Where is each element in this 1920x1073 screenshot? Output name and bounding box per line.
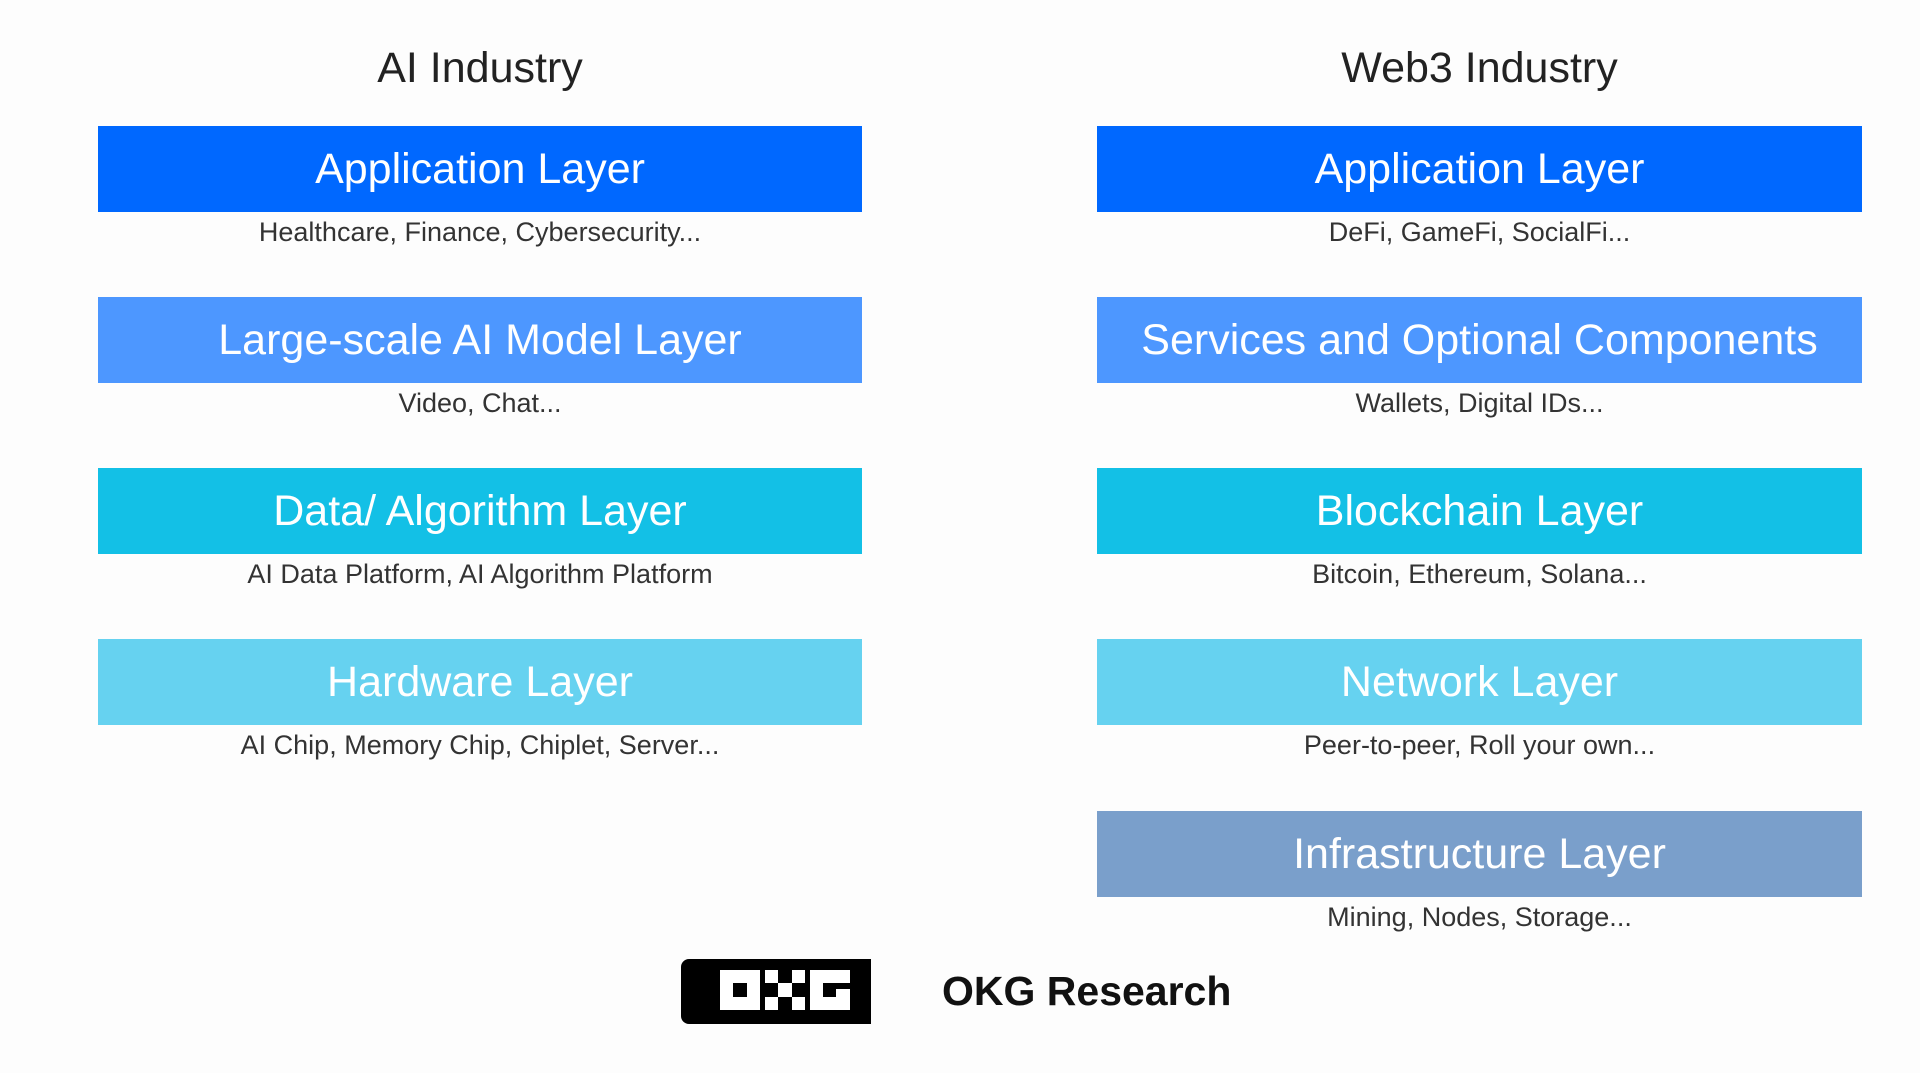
- web3-layer-1-examples: Wallets, Digital IDs...: [1355, 388, 1604, 418]
- web3-layer-4-examples: Mining, Nodes, Storage...: [1327, 902, 1632, 932]
- ai-layer-1-examples: Video, Chat...: [398, 388, 562, 418]
- ai-layer-1: Large-scale AI Model Layer: [98, 297, 862, 383]
- web3-layer-2: Blockchain Layer: [1097, 468, 1862, 554]
- web3-layer-3: Network Layer: [1097, 639, 1862, 725]
- ai-layer-0-examples: Healthcare, Finance, Cybersecurity...: [258, 217, 702, 247]
- ai-layer-3: Hardware Layer: [98, 639, 862, 725]
- ai-industry-title: AI Industry: [377, 44, 583, 92]
- web3-layer-3-examples: Peer-to-peer, Roll your own...: [1303, 730, 1656, 760]
- web3-layer-1: Services and Optional Components: [1097, 297, 1862, 383]
- web3-industry-title: Web3 Industry: [1341, 44, 1618, 92]
- ai-layer-3-examples: AI Chip, Memory Chip, Chiplet, Server...: [240, 730, 720, 760]
- ai-layer-0: Application Layer: [98, 126, 862, 212]
- ai-layer-2: Data/ Algorithm Layer: [98, 468, 862, 554]
- web3-layer-4: Infrastructure Layer: [1097, 811, 1862, 897]
- ai-layer-2-examples: AI Data Platform, AI Algorithm Platform: [247, 559, 713, 589]
- brand-name: OKG Research: [942, 968, 1232, 1014]
- okg-logo: [681, 959, 871, 1024]
- web3-layer-0-examples: DeFi, GameFi, SocialFi...: [1328, 217, 1631, 247]
- web3-layer-2-examples: Bitcoin, Ethereum, Solana...: [1312, 559, 1647, 589]
- web3-layer-0: Application Layer: [1097, 126, 1862, 212]
